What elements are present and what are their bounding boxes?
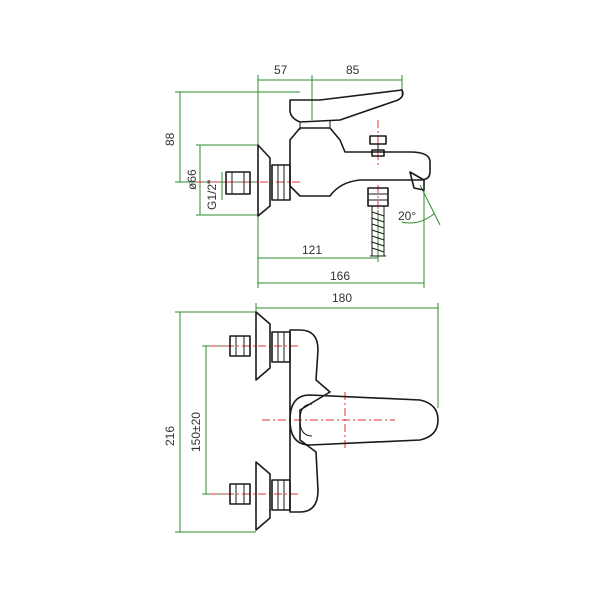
front-view-dimension-lines <box>175 303 439 533</box>
side-view: 57 85 88 ø66 G1/2" 20° 121 166 <box>163 63 441 288</box>
dim-angle: 20° <box>398 209 416 223</box>
dim-88: 88 <box>163 132 177 146</box>
front-view-dimension-texts: 180 216 150±20 <box>163 291 352 452</box>
dim-85: 85 <box>346 63 360 77</box>
dim-diameter: ø66 <box>185 169 199 190</box>
dim-180: 180 <box>332 291 352 305</box>
front-view-faucet-body <box>229 311 439 531</box>
dim-166: 166 <box>330 269 350 283</box>
side-view-center-lines <box>196 120 379 215</box>
side-view-dimension-texts: 57 85 88 ø66 G1/2" 20° 121 166 <box>163 63 416 283</box>
dim-57: 57 <box>274 63 288 77</box>
front-view-center-lines <box>210 345 395 495</box>
dim-121: 121 <box>302 243 322 257</box>
side-view-dimension-lines <box>175 75 441 288</box>
dim-thread: G1/2" <box>205 180 219 210</box>
dim-spacing: 150±20 <box>189 412 203 452</box>
side-view-faucet-body <box>225 89 431 257</box>
front-view: 180 216 150±20 <box>163 291 439 533</box>
dim-216: 216 <box>163 426 177 446</box>
